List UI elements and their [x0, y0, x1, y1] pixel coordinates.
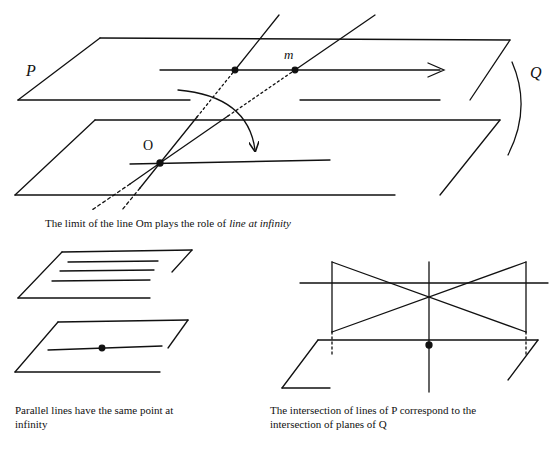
rotation-arrow — [178, 90, 255, 150]
caption: The intersection of lines of P correspon… — [270, 403, 482, 431]
caption: Parallel lines have the same point at in… — [15, 403, 205, 431]
caption: The limit of the line Om plays the role … — [45, 216, 226, 230]
line-om — [92, 15, 375, 210]
arrow-head — [428, 63, 444, 77]
symbol-label: m — [284, 47, 293, 63]
planes-figure — [282, 262, 548, 392]
caption: line at infinity — [229, 216, 291, 230]
bracket — [508, 62, 521, 155]
symbol-label: Q — [530, 64, 542, 82]
line-m — [160, 69, 440, 70]
symbol-label: P — [26, 62, 36, 80]
symbol-label: O — [143, 138, 153, 154]
plane-o — [15, 120, 500, 195]
parallel-figure — [15, 250, 192, 372]
point-o — [157, 160, 163, 166]
plane-p — [18, 38, 510, 100]
